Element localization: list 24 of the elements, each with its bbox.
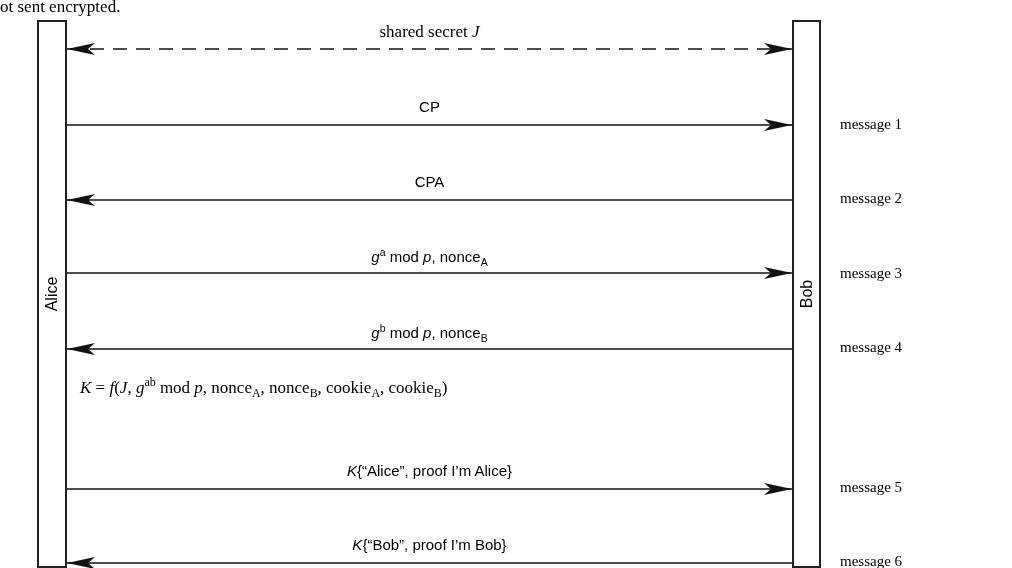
edge-label: shared secret J <box>379 22 480 42</box>
arrow <box>66 267 793 279</box>
edge-label: g$^{a}$ mod p, nonce$_{A}$ <box>371 246 488 268</box>
message-label: message 2 <box>840 190 903 207</box>
message-label: message 4 <box>840 339 903 356</box>
edge-label: K{“Alice”, proof I’m Alice} <box>346 462 513 479</box>
arrow <box>66 343 793 355</box>
arrow <box>66 119 793 131</box>
edge-label: K{“Bob”, proof I’m Bob} <box>352 536 507 553</box>
arrow <box>66 557 793 568</box>
formula-text: K = f(J, g$^{ab}$ mod p, nonce$_{A}$, nonce$_{B}$, cookie$_{A}$, cookie$_{B}$) <box>80 376 448 401</box>
participant-name: Bob <box>797 279 816 309</box>
arrow <box>66 194 793 206</box>
lifeline-bar <box>792 20 821 568</box>
lifeline-bar <box>37 20 67 568</box>
arrow <box>66 43 793 55</box>
message-label: message 5 <box>840 479 903 496</box>
participant-name: Alice <box>43 276 61 312</box>
message-label: message 1 <box>840 116 903 133</box>
edge-label: g$^{b}$ mod p, nonce$_{B}$ <box>371 322 488 344</box>
edge-label: CP <box>419 98 440 115</box>
edge-label: CPA <box>414 173 445 190</box>
message-label: message 3 <box>840 265 903 282</box>
arrow <box>66 483 793 495</box>
